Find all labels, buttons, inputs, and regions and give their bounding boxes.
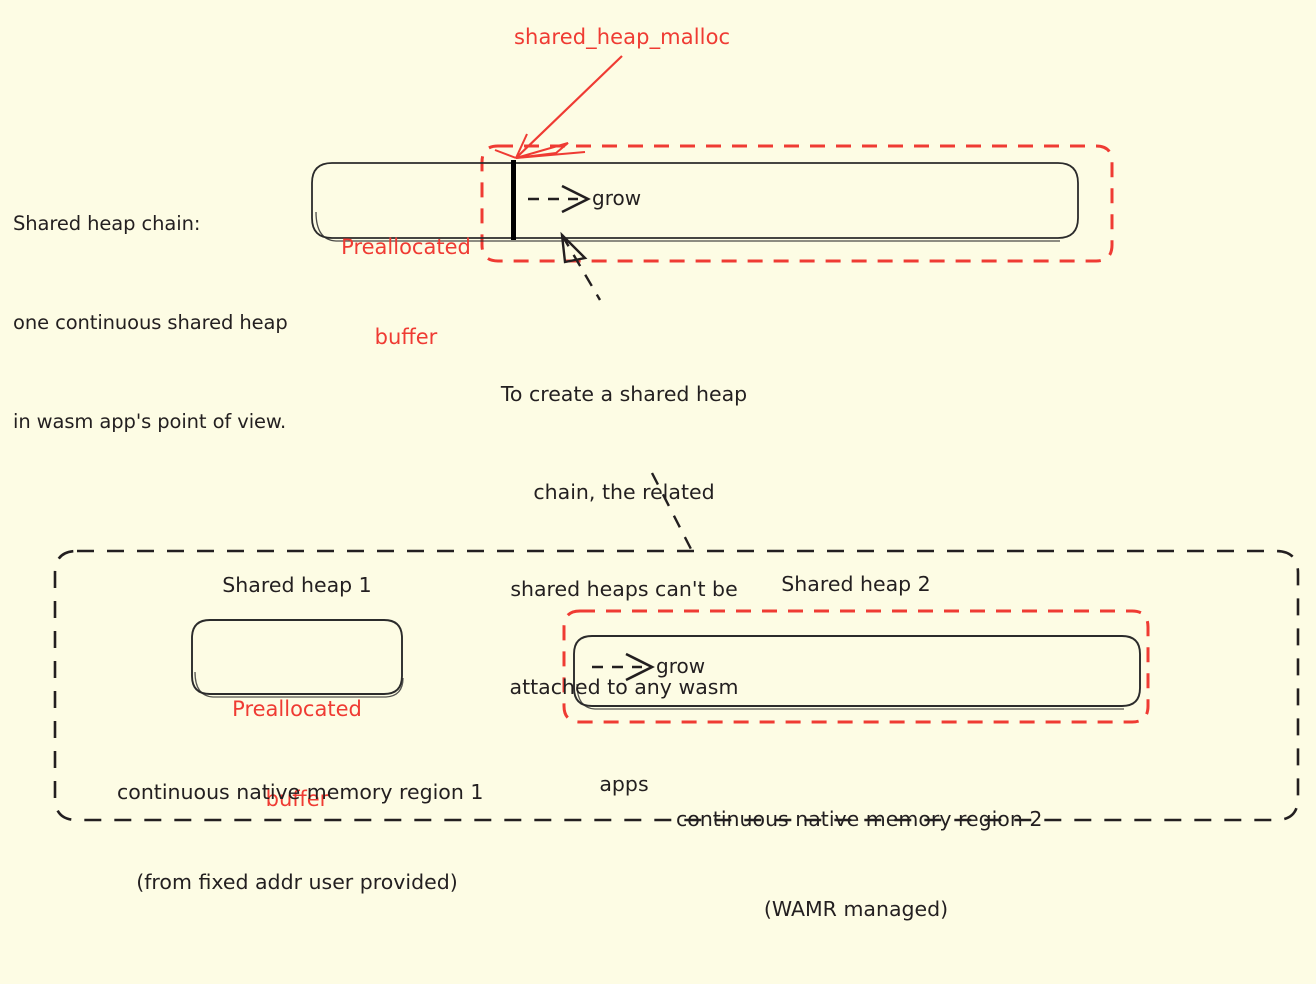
- top-shared-heap-box-sketch-stroke: [315, 211, 1060, 242]
- top-grow-label: grow: [592, 186, 642, 210]
- heap1-region-caption-line-2: (from fixed addr user provided): [136, 870, 458, 894]
- diagram-canvas: Shared heap chain: one continuous shared…: [13, 25, 1300, 921]
- heap1-preallocated-buffer-line-1: Preallocated: [232, 697, 362, 721]
- note-leader-line-down: [650, 472, 694, 552]
- shared-heap-chain-caption: Shared heap chain: one continuous shared…: [13, 141, 288, 504]
- top-preallocated-buffer-label: Preallocated buffer: [336, 172, 476, 412]
- shared-heap-chain-note: To create a shared heap chain, the relat…: [484, 313, 764, 866]
- heap2-red-dashed-region: [562, 609, 1150, 724]
- note-line-4: attached to any wasm: [509, 674, 739, 699]
- top-grow-arrow-icon: [528, 184, 591, 214]
- shared-heap-1-title: Shared heap 1: [222, 573, 372, 597]
- heap2-growable-box-sketch-stroke: [576, 683, 1124, 710]
- heap2-region-caption-line-2: (WAMR managed): [763, 897, 949, 921]
- top-shared-heap-box: [311, 162, 1079, 239]
- top-red-dashed-region: [480, 144, 1114, 263]
- heap2-growable-box: [573, 635, 1141, 707]
- heap1-preallocated-box-sketch-stroke: [194, 671, 404, 698]
- heap1-preallocated-buffer-label: Preallocated buffer: [227, 634, 367, 874]
- top-preallocated-buffer-line-1: Preallocated: [341, 235, 471, 259]
- note-line-1: To create a shared heap: [500, 382, 748, 406]
- heap2-grow-label: grow: [656, 654, 706, 678]
- note-line-2: chain, the related: [533, 479, 715, 504]
- diagram-vector-layer: [53, 55, 1300, 822]
- note-leader-arrow-up: [560, 231, 602, 301]
- caption-line-2: one continuous shared heap: [13, 311, 288, 334]
- shared-heap-malloc-label: shared_heap_malloc: [514, 25, 731, 49]
- heap2-region-caption: continuous native memory region 2 (WAMR …: [676, 744, 1043, 984]
- shared-heap-2-title: Shared heap 2: [781, 572, 931, 596]
- shared-heap-malloc-arrow: [494, 55, 623, 159]
- heap1-preallocated-box: [191, 619, 403, 695]
- heap1-region-caption: continuous native memory region 1 (from …: [117, 717, 484, 957]
- heap2-region-caption-line-1: continuous native memory region 2: [676, 807, 1043, 831]
- note-line-5: apps: [599, 772, 649, 796]
- top-preallocated-buffer-line-2: buffer: [374, 325, 438, 349]
- note-line-3: shared heaps can't be: [510, 577, 738, 601]
- caption-line-1: Shared heap chain:: [13, 212, 201, 235]
- heap1-preallocated-buffer-line-2: buffer: [265, 787, 329, 811]
- caption-line-3: in wasm app's point of view.: [13, 410, 287, 433]
- heap1-region-caption-line-1: continuous native memory region 1: [117, 780, 484, 804]
- bottom-grow-arrow-icon: [592, 652, 655, 682]
